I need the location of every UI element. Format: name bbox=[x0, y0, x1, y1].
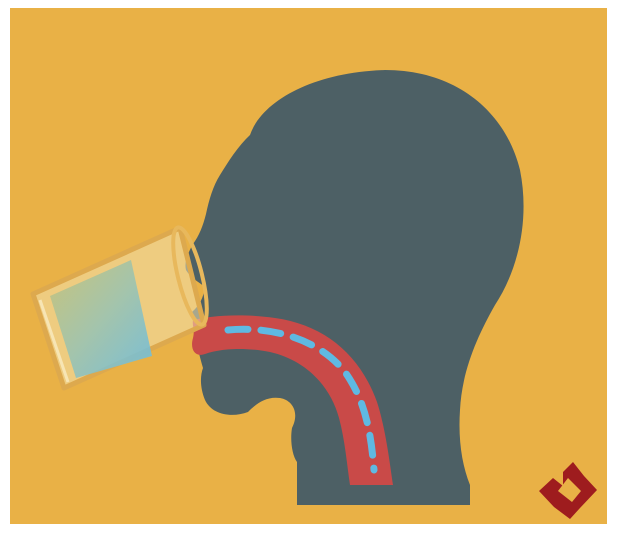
drinking-illustration bbox=[0, 0, 617, 535]
illustration-frame bbox=[0, 0, 617, 535]
